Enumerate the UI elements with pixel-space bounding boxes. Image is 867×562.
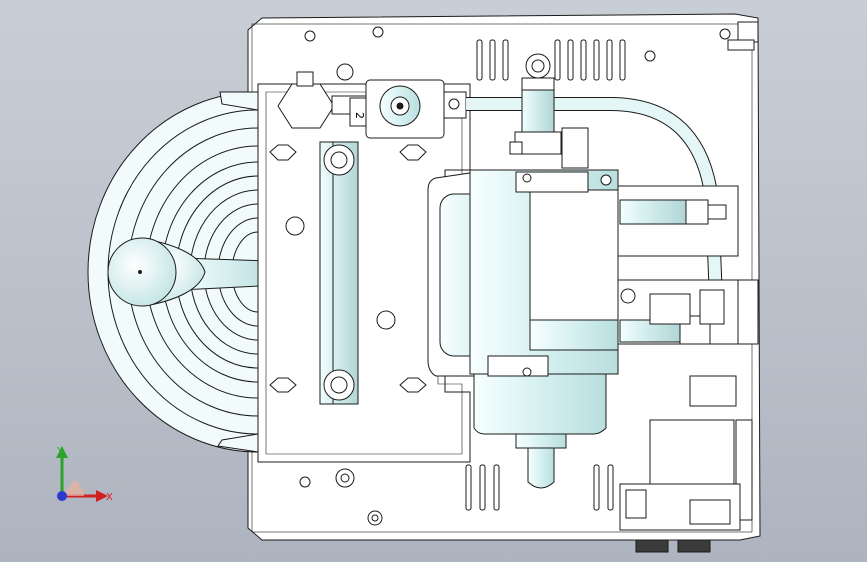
guide-rods — [319, 141, 359, 405]
pump-cylinder — [427, 169, 619, 435]
vent-slots-bottom — [465, 464, 614, 511]
plate-mounting-holes — [299, 26, 731, 526]
right-rail — [727, 21, 759, 345]
right-bracket — [617, 185, 759, 345]
lever-knob[interactable] — [107, 237, 206, 307]
coordinate-triad: Y X — [56, 446, 113, 503]
z-axis-marker — [57, 480, 84, 501]
hex-nuts — [269, 63, 427, 488]
valve-stem — [509, 53, 589, 169]
left-bracket — [257, 83, 471, 463]
vent-slots-top — [476, 39, 626, 81]
pump-nozzle — [515, 433, 567, 489]
x-axis-label: X — [106, 492, 113, 503]
y-axis-label: Y — [56, 446, 64, 457]
solenoid-valve — [349, 79, 467, 139]
y-axis-arrow — [56, 446, 68, 496]
connector-block — [619, 375, 753, 553]
solenoid-number: 2 — [353, 112, 366, 119]
